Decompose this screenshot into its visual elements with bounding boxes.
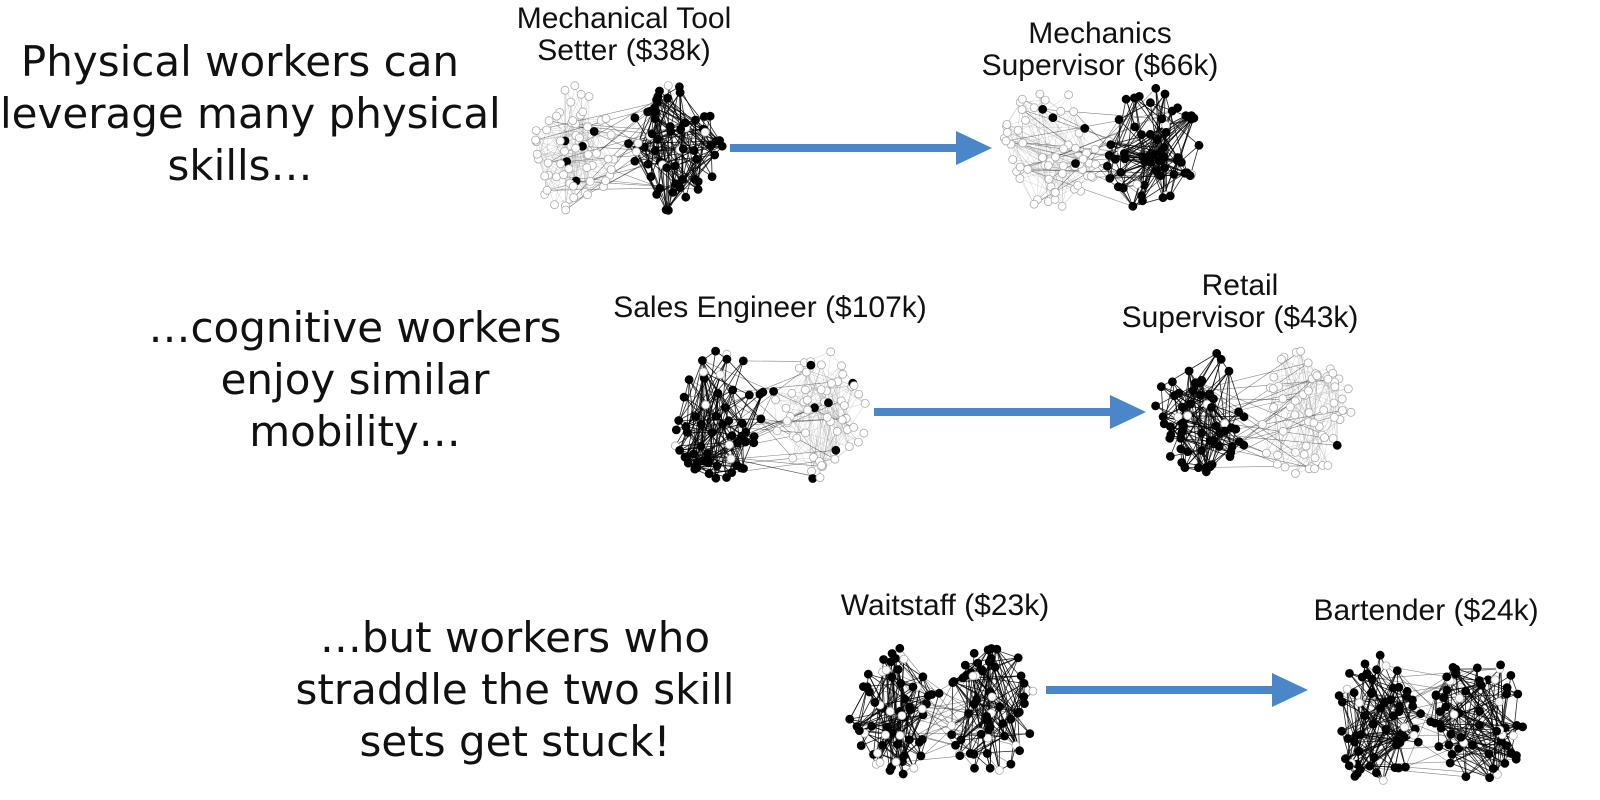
- label-retail-supervisor: Retail Supervisor ($43k): [1100, 270, 1380, 334]
- label-sales-engineer: Sales Engineer ($107k): [590, 292, 950, 324]
- network-nodes: [845, 643, 1038, 779]
- label-line: Supervisor ($43k): [1121, 301, 1359, 334]
- network-mechanical-tool-setter: [531, 81, 727, 215]
- arrow-right-row2: [874, 395, 1146, 429]
- caption-physical-workers: Physical workers can leverage many physi…: [0, 36, 501, 192]
- label-line: Mechanics: [1028, 17, 1172, 50]
- caption-line: …but workers who: [319, 613, 711, 662]
- arrow-shaft: [874, 408, 1112, 416]
- caption-cognitive-workers: …cognitive workers enjoy similar mobilit…: [140, 302, 570, 458]
- caption-line: enjoy similar: [220, 355, 490, 404]
- arrow-head: [1272, 673, 1308, 707]
- network-waitstaff: [845, 643, 1038, 779]
- label-line: Supervisor ($66k): [981, 49, 1219, 82]
- arrow-shaft: [730, 144, 958, 152]
- caption-line: mobility…: [249, 407, 461, 456]
- network-mechanics-supervisor: [999, 83, 1204, 211]
- label-waitstaff: Waitstaff ($23k): [820, 590, 1070, 622]
- label-mechanics-supervisor: Mechanics Supervisor ($66k): [950, 18, 1250, 82]
- caption-straddle-workers: …but workers who straddle the two skill …: [280, 612, 750, 768]
- caption-line: Physical workers can: [20, 37, 460, 86]
- arrow-head: [956, 131, 992, 165]
- network-bartender: [1334, 650, 1528, 785]
- arrow-head: [1110, 395, 1146, 429]
- network-nodes: [670, 346, 870, 483]
- network-retail-supervisor: [1151, 346, 1356, 478]
- label-line: Waitstaff ($23k): [840, 589, 1050, 622]
- arrow-right-row1: [730, 131, 992, 165]
- label-line: Setter ($38k): [537, 34, 711, 67]
- network-nodes: [1151, 346, 1356, 478]
- caption-line: skills…: [167, 141, 313, 190]
- label-line: Mechanical Tool: [516, 2, 732, 35]
- caption-line: straddle the two skill: [295, 665, 735, 714]
- arrow-shaft: [1046, 686, 1274, 694]
- network-sales-engineer: [670, 346, 870, 483]
- network-nodes: [1334, 650, 1528, 785]
- label-mechanical-tool-setter: Mechanical Tool Setter ($38k): [494, 3, 754, 67]
- network-nodes: [531, 81, 727, 215]
- label-line: Bartender ($24k): [1313, 594, 1539, 627]
- caption-line: sets get stuck!: [359, 717, 671, 766]
- network-nodes: [999, 83, 1204, 211]
- caption-line: leverage many physical: [0, 89, 501, 138]
- arrow-right-row3: [1046, 673, 1308, 707]
- label-bartender: Bartender ($24k): [1296, 595, 1556, 627]
- caption-line: …cognitive workers: [148, 303, 562, 352]
- label-line: Sales Engineer ($107k): [613, 291, 927, 324]
- label-line: Retail: [1201, 269, 1279, 302]
